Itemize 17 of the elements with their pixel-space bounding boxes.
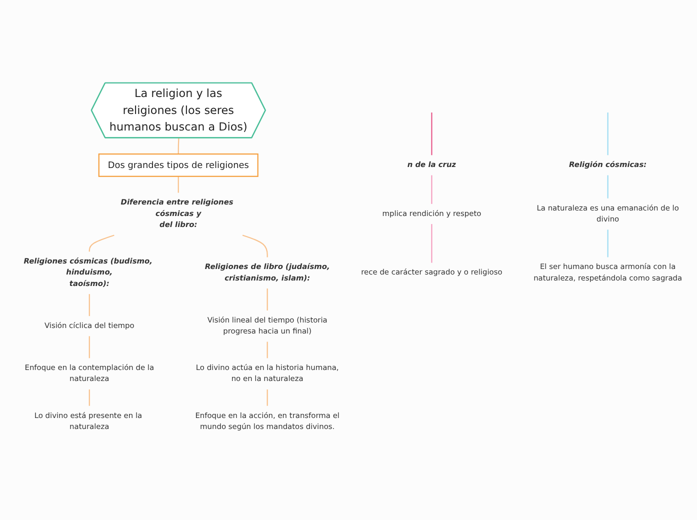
connector: [88, 294, 90, 316]
connector: [266, 342, 268, 358]
connector: [88, 336, 90, 358]
connector: [88, 234, 114, 252]
connector: [607, 175, 608, 198]
connector: [607, 230, 608, 258]
connector: [607, 112, 608, 156]
connector: [431, 112, 432, 156]
connector: [266, 288, 268, 310]
node-box: Dos grandes tipos de religiones: [98, 153, 258, 177]
connector: [88, 389, 90, 406]
connector: [178, 138, 180, 154]
connector: [178, 176, 179, 193]
connector: [242, 234, 268, 258]
connector: [431, 175, 432, 204]
connector: [431, 224, 432, 263]
connector: [266, 389, 268, 406]
